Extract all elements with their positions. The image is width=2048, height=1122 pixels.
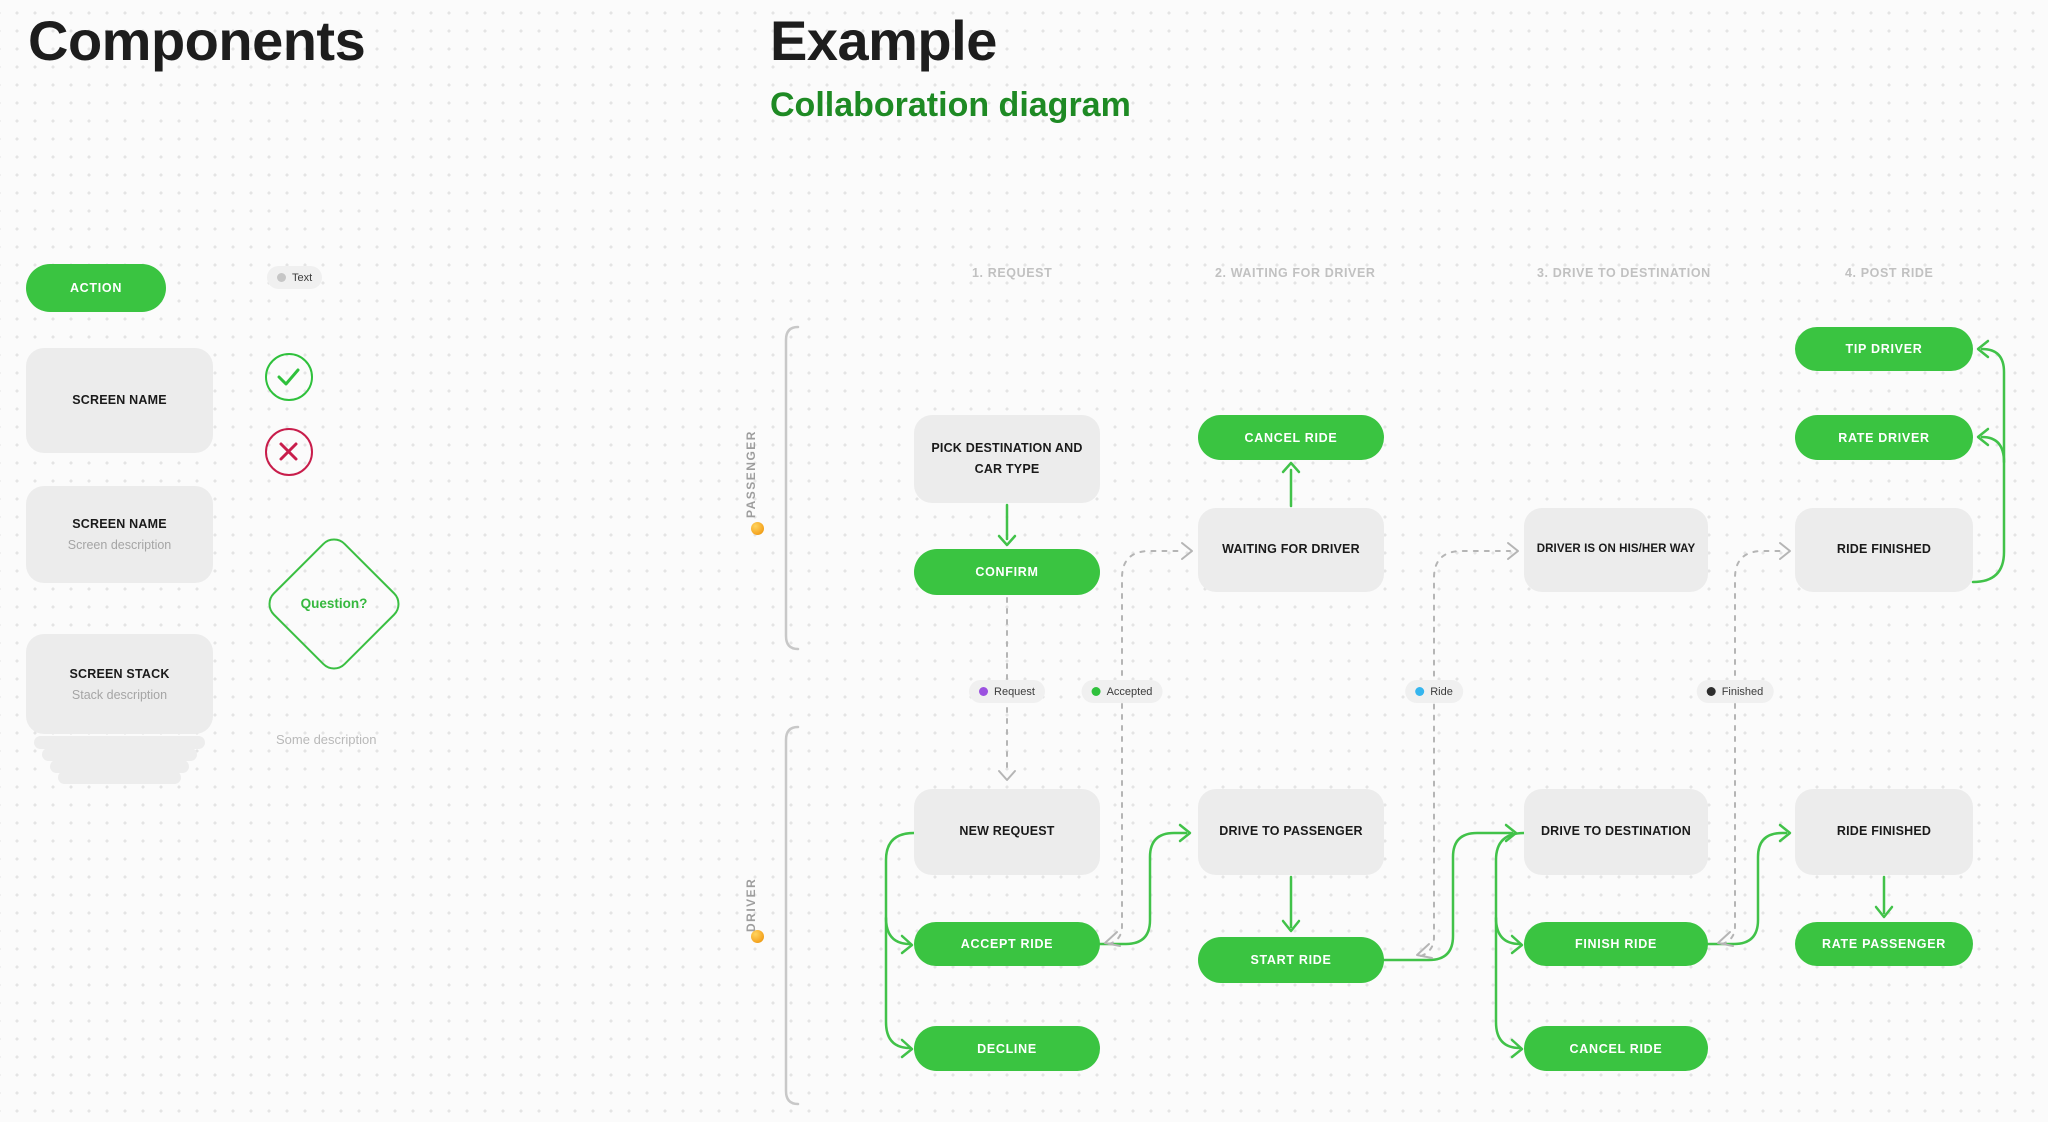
node-driver-on-way: DRIVER IS ON HIS/HER WAY xyxy=(1524,508,1708,592)
request-dot-icon xyxy=(979,687,989,696)
screen-name-sample: SCREEN NAME xyxy=(26,348,213,453)
phase-4-postride: 4. POST RIDE xyxy=(1845,266,1934,280)
node-ride-finished-driver: RIDE FINISHED xyxy=(1795,789,1973,875)
passenger-lane-label: PASSENGER xyxy=(744,430,758,518)
text-chip: Text xyxy=(267,266,323,289)
arrow-waiting-to-cancel xyxy=(1281,461,1301,508)
text-chip-label: Text xyxy=(292,271,313,284)
phase-2-waiting: 2. WAITING FOR DRIVER xyxy=(1215,266,1376,280)
node-waiting-for-driver: WAITING FOR DRIVER xyxy=(1198,508,1384,592)
screen-stack-sample: SCREEN STACK Stack description xyxy=(26,634,213,734)
screen-name-desc-text: Screen description xyxy=(67,538,172,553)
rate-driver-button[interactable]: RATE DRIVER xyxy=(1795,415,1973,460)
arrow-finish-to-ridefinished xyxy=(1706,823,1792,946)
driver-bracket xyxy=(784,725,800,1106)
message-chip-request: Request xyxy=(969,680,1045,703)
finish-ride-button[interactable]: FINISH RIDE xyxy=(1524,922,1708,966)
accept-ride-button[interactable]: ACCEPT RIDE xyxy=(914,922,1100,966)
passenger-emoji xyxy=(751,522,764,535)
finished-chip-label: Finished xyxy=(1721,685,1764,698)
phase-3-drive: 3. DRIVE TO DESTINATION xyxy=(1537,266,1711,280)
start-ride-button[interactable]: START RIDE xyxy=(1198,937,1384,983)
screen-stack-desc: Stack description xyxy=(71,687,168,702)
message-chip-accepted: Accepted xyxy=(1081,680,1163,703)
example-title: Example xyxy=(770,9,997,72)
stack-layer-1 xyxy=(34,736,205,749)
arrow-ridefinished-to-ratepassenger xyxy=(1874,875,1894,919)
ride-dot-icon xyxy=(1415,687,1425,696)
accepted-dot-icon xyxy=(1091,687,1101,696)
screen-name-sample-title: SCREEN NAME xyxy=(72,392,167,407)
dashed-accepted-accept-to-waiting xyxy=(1104,542,1193,947)
arrow-start-to-drivetodestination xyxy=(1382,823,1518,962)
node-new-request: NEW REQUEST xyxy=(914,789,1100,875)
request-chip-label: Request xyxy=(994,685,1035,698)
text-chip-dot-icon xyxy=(277,273,286,282)
node-ride-finished-passenger: RIDE FINISHED xyxy=(1795,508,1973,592)
components-title: Components xyxy=(28,9,366,72)
tip-driver-button[interactable]: TIP DRIVER xyxy=(1795,327,1973,371)
example-subtitle: Collaboration diagram xyxy=(770,86,1131,124)
screen-name-desc-title: SCREEN NAME xyxy=(72,517,167,532)
screen-name-desc-sample: SCREEN NAME Screen description xyxy=(26,486,213,583)
stack-layer-3 xyxy=(50,760,189,773)
failure-x-icon xyxy=(265,428,313,476)
action-button[interactable]: ACTION xyxy=(26,264,166,312)
decline-button[interactable]: DECLINE xyxy=(914,1026,1100,1071)
message-chip-finished: Finished xyxy=(1696,680,1774,703)
node-pick-destination: PICK DESTINATION AND CAR TYPE xyxy=(914,415,1100,503)
arrow-drivetodestination-to-finish-cancel xyxy=(1494,831,1526,1059)
driver-emoji xyxy=(751,930,764,943)
accepted-chip-label: Accepted xyxy=(1106,685,1153,698)
cancel-ride-passenger-button[interactable]: CANCEL RIDE xyxy=(1198,415,1384,460)
phase-1-request: 1. REQUEST xyxy=(972,266,1053,280)
arrow-pick-to-confirm xyxy=(997,503,1017,547)
dashed-finished-finish-to-ridefinished xyxy=(1717,542,1791,947)
driver-lane-label: DRIVER xyxy=(744,877,758,932)
some-description-label: Some description xyxy=(276,732,377,747)
arrow-ridefinished-to-tip-rate xyxy=(1971,339,2006,584)
cancel-ride-driver-button[interactable]: CANCEL RIDE xyxy=(1524,1026,1708,1071)
stack-layer-2 xyxy=(42,748,197,761)
arrow-accept-to-drivetopassenger xyxy=(1098,823,1192,946)
node-drive-to-destination: DRIVE TO DESTINATION xyxy=(1524,789,1708,875)
screen-stack-title: SCREEN STACK xyxy=(69,666,170,681)
question-diamond-label: Question? xyxy=(300,596,368,611)
success-check-icon xyxy=(265,353,313,401)
ride-chip-label: Ride xyxy=(1430,685,1453,698)
arrow-newrequest-to-accept-decline xyxy=(884,831,916,1059)
message-chip-ride: Ride xyxy=(1405,680,1463,703)
arrow-drivetopassenger-to-start xyxy=(1281,875,1301,933)
dashed-ride-start-to-driveronway xyxy=(1416,542,1519,959)
confirm-button[interactable]: CONFIRM xyxy=(914,549,1100,595)
stack-layer-4 xyxy=(58,771,181,784)
passenger-bracket xyxy=(784,325,800,651)
rate-passenger-button[interactable]: RATE PASSENGER xyxy=(1795,922,1973,966)
finished-dot-icon xyxy=(1706,687,1716,696)
node-drive-to-passenger: DRIVE TO PASSENGER xyxy=(1198,789,1384,875)
